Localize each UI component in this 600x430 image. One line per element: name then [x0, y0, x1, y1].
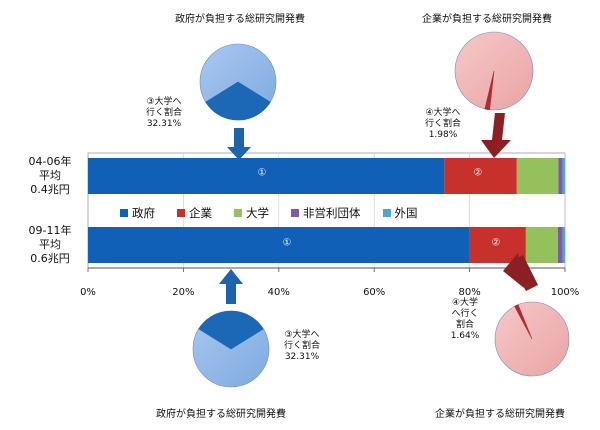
- pie-bottom-right: [494, 301, 570, 377]
- legend-label-univ: 大学: [246, 206, 269, 220]
- pie-annotation-bottom-right: ④大学 へ行く 割合 1.64%: [450, 298, 480, 341]
- legend-label-gov: 政府: [132, 206, 155, 220]
- x-tick-label: 100%: [550, 287, 580, 298]
- x-tick-label: 60%: [363, 287, 386, 298]
- red-arrow-bottom: [503, 253, 538, 291]
- legend-item-corp: 企業: [177, 205, 212, 221]
- x-tick-label: 80%: [458, 287, 481, 298]
- legend-label-nonprofit: 非営利団体: [303, 206, 361, 220]
- pie-bottom-right-slice: [514, 304, 533, 340]
- blue-arrow-bottom: [219, 269, 243, 304]
- legend: 政府 企業 大学 非営利団体 外国: [120, 205, 440, 221]
- row-label-2004-2006: 04-06年 平均 0.4兆円: [28, 155, 72, 196]
- stacked-bars: [88, 158, 565, 263]
- pie-annotation-top-left: ③大学へ 行く割合 32.31%: [145, 97, 182, 129]
- pie-charts: [192, 31, 570, 388]
- legend-swatch-univ: [234, 209, 242, 217]
- x-tick-label: 40%: [267, 287, 290, 298]
- bar-segment: [562, 158, 565, 194]
- red-arrow-top: [481, 113, 511, 158]
- pie-bottom-left: [192, 310, 270, 388]
- marker-gov-row1: ①: [257, 167, 267, 179]
- x-tick-label: 0%: [80, 287, 96, 298]
- bar-segment: [88, 158, 445, 194]
- legend-item-gov: 政府: [120, 205, 155, 221]
- legend-label-foreign: 外国: [394, 206, 418, 220]
- pie-title-top-right: 企業が負担する総研究開発費: [422, 14, 552, 25]
- bar-segment: [525, 227, 558, 263]
- legend-label-corp: 企業: [189, 206, 212, 220]
- bar-segment: [557, 227, 563, 263]
- pie-bottom-left-slice: [198, 310, 264, 350]
- x-tick-label: 20%: [172, 287, 195, 298]
- legend-item-foreign: 外国: [382, 205, 418, 221]
- legend-swatch-nonprofit: [291, 209, 299, 217]
- bar-segment: [558, 158, 563, 194]
- x-tick-marks: [87, 268, 566, 272]
- pie-top-right-slice: [484, 70, 495, 111]
- pie-title-top-left: 政府が負担する総研究開発費: [175, 14, 305, 25]
- bar-segment: [444, 158, 517, 194]
- legend-swatch-gov: [120, 209, 128, 217]
- pie-annotation-top-right: ④大学へ 行く割合 1.98%: [424, 108, 461, 140]
- pie-title-bottom-left: 政府が負担する総研究開発費: [156, 409, 286, 420]
- pie-top-left-slice: [205, 81, 271, 121]
- bar-segment: [562, 227, 565, 263]
- blue-arrow-top: [227, 128, 251, 160]
- pie-title-bottom-right: 企業が負担する総研究開発費: [435, 409, 565, 420]
- legend-swatch-corp: [177, 209, 185, 217]
- bar-segment: [516, 158, 559, 194]
- legend-item-univ: 大学: [234, 205, 269, 221]
- marker-corp-row2: ②: [491, 237, 501, 249]
- marker-corp-row1: ②: [473, 167, 483, 179]
- legend-item-nonprofit: 非営利団体: [291, 205, 361, 221]
- bar-segment: [88, 227, 470, 263]
- marker-gov-row2: ①: [282, 237, 292, 249]
- legend-swatch-foreign: [382, 209, 391, 217]
- row-label-2009-2011: 09-11年 平均 0.6兆円: [28, 224, 72, 265]
- pie-top-right: [454, 31, 534, 111]
- pie-annotation-bottom-left: ③大学へ 行く割合 32.31%: [283, 330, 320, 362]
- pie-top-left: [199, 43, 277, 121]
